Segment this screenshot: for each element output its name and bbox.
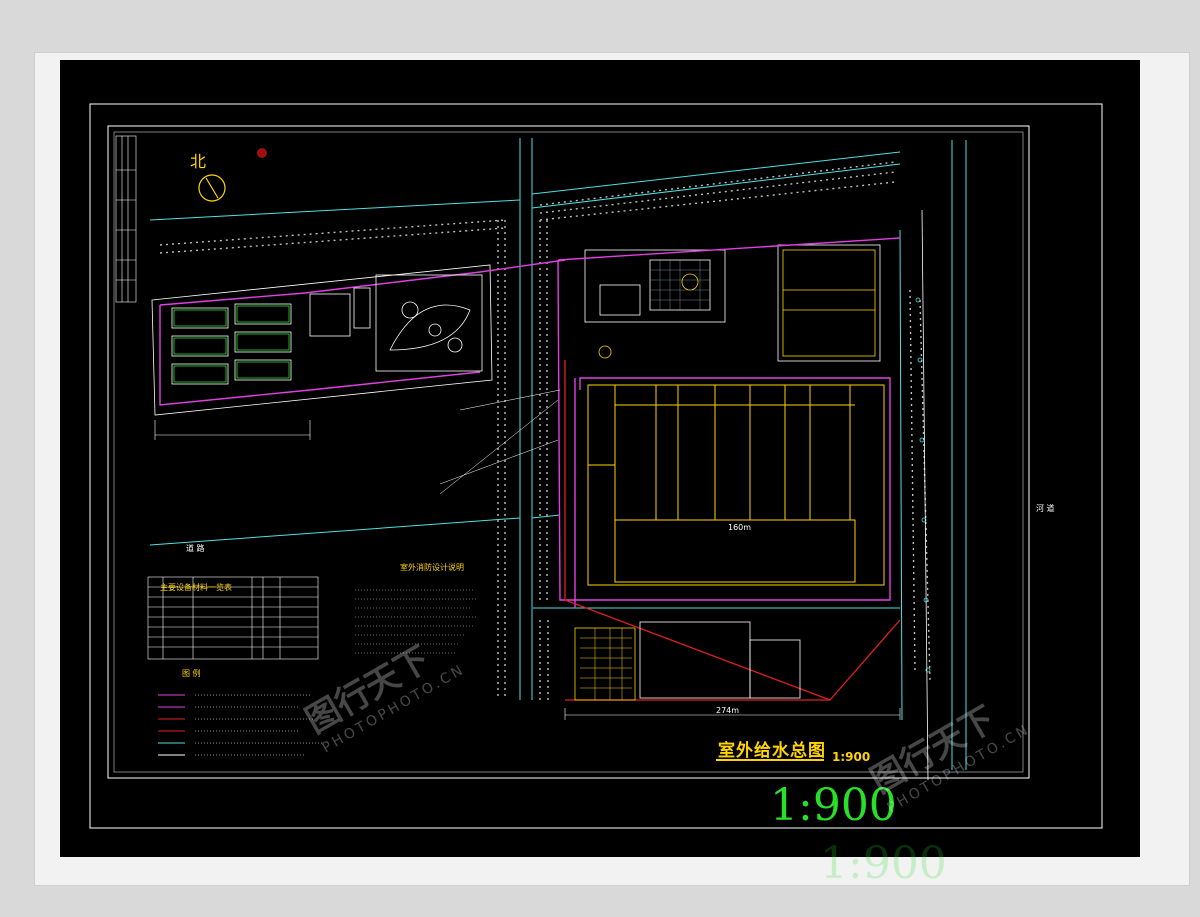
left-buildings <box>171 287 371 385</box>
grid-hatch <box>650 260 710 310</box>
drawing-title: 室外给水总图 <box>718 741 826 761</box>
building-pipe-loop <box>557 237 901 608</box>
notes-title: 室外消防设计说明 <box>400 563 464 572</box>
river-edges <box>921 209 929 781</box>
lower-buildings <box>574 621 801 701</box>
equipment-table-title: 主要设备材料一览表 <box>160 583 232 592</box>
left-title-strip <box>115 135 137 303</box>
left-parcel-pipe <box>159 259 566 406</box>
upper-court <box>584 249 726 359</box>
site-plan-drawing <box>89 103 1103 829</box>
outer-frame <box>89 103 1103 829</box>
inner-frame-2 <box>113 131 1024 773</box>
road-lines <box>149 138 967 770</box>
equipment-table <box>147 576 319 660</box>
river-label: 河 道 <box>1036 504 1055 513</box>
park-area <box>375 274 483 372</box>
road-label: 道 路 <box>186 544 205 553</box>
drawing-title-scale: 1:900 <box>832 750 871 764</box>
north-label: 北 <box>190 152 207 171</box>
cad-sheet <box>60 60 1140 857</box>
parking-stripes <box>580 628 632 700</box>
inner-frame <box>107 125 1030 779</box>
leader-lines <box>439 389 561 495</box>
notes-block <box>355 589 478 654</box>
legend <box>158 694 322 756</box>
parking-lot <box>777 244 881 362</box>
left-dim <box>154 420 311 440</box>
bottom-dimension: 274m <box>716 706 740 715</box>
left-buildings-green <box>173 305 290 383</box>
north-arrow-icon <box>198 174 226 202</box>
scale-label: 1:900 <box>770 780 897 831</box>
scale-label-ghost: 1:900 <box>820 838 947 889</box>
building-dimension: 160m <box>728 523 752 532</box>
tree-rows <box>159 161 931 700</box>
river-plants <box>915 297 931 673</box>
legend-title: 图 例 <box>182 669 201 678</box>
bottom-dim <box>564 708 901 720</box>
left-parcel <box>151 264 493 416</box>
main-building <box>587 384 885 586</box>
red-marker <box>257 148 267 158</box>
drawing-title-underline <box>716 759 824 761</box>
